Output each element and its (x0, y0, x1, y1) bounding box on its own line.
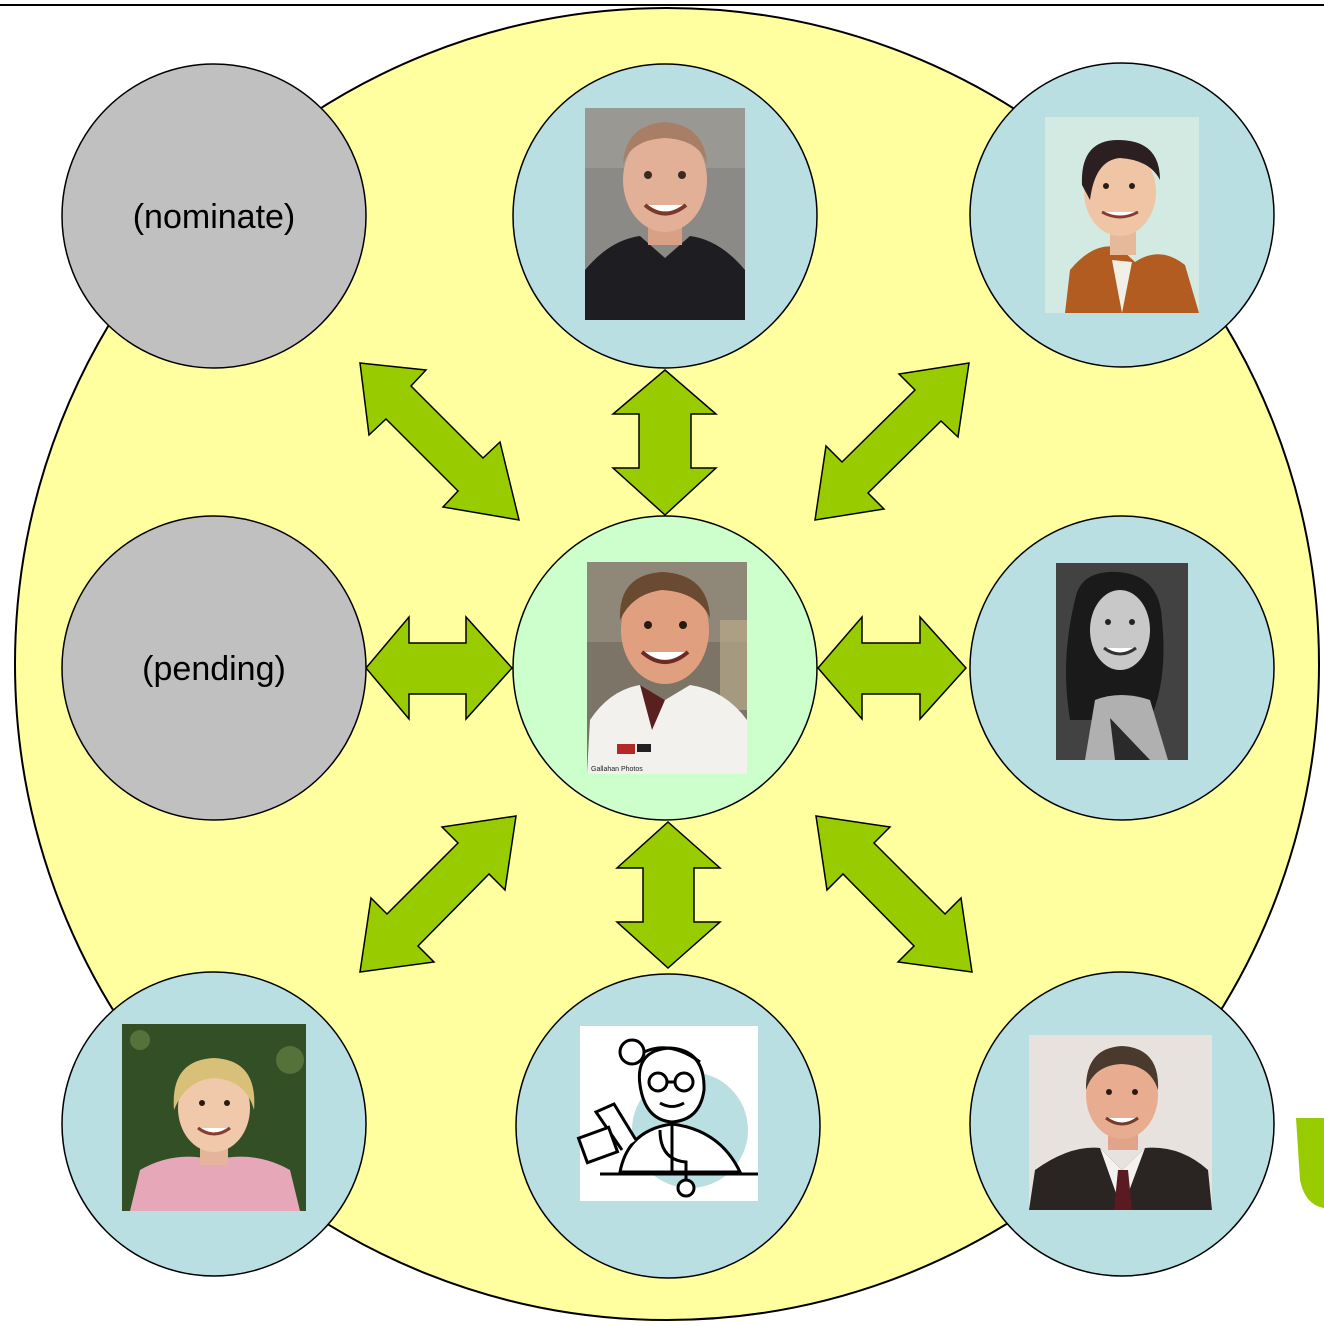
node-pending[interactable]: (pending) (61, 515, 367, 821)
center-photo-caption: Gallahan Photos (591, 766, 643, 773)
arrow-right (817, 614, 968, 722)
member-photo-young-man (585, 108, 745, 320)
arrow-left (365, 614, 514, 722)
node-nominate[interactable]: (nominate) (61, 63, 367, 369)
arrow-bottom (615, 820, 722, 970)
arrow-top (610, 369, 719, 517)
member-photo-woman-curly-hair (1056, 563, 1188, 760)
member-photo-blonde-woman (122, 1024, 306, 1211)
node-member-top[interactable] (512, 63, 818, 369)
placeholder-circle (61, 515, 367, 821)
member-clipart-doctor (576, 1026, 758, 1201)
member-photo-older-man-suit (1029, 1035, 1212, 1210)
node-label-pending: (pending) (142, 650, 286, 688)
connection-arrows (359, 362, 973, 973)
placeholder-circle (61, 63, 367, 369)
arrow-diagonal-top-left (359, 362, 520, 521)
node-member-top-right[interactable] (969, 62, 1275, 368)
arrow-diagonal-top-right (814, 362, 970, 521)
node-center[interactable]: Gallahan Photos (512, 515, 818, 821)
node-member-bottom-left[interactable] (61, 971, 367, 1277)
node-member-bottom-right[interactable] (969, 971, 1275, 1277)
node-member-bottom-center[interactable] (515, 973, 821, 1279)
arrow-diagonal-bottom-left (359, 815, 517, 973)
node-member-right[interactable] (969, 515, 1275, 821)
logo-fragment (1296, 1118, 1324, 1208)
node-label-nominate: (nominate) (133, 198, 296, 236)
member-photo-woman-dark-hair (1045, 117, 1199, 313)
center-photo-smiling-man: Gallahan Photos (587, 562, 747, 774)
arrow-diagonal-bottom-right (815, 815, 973, 973)
